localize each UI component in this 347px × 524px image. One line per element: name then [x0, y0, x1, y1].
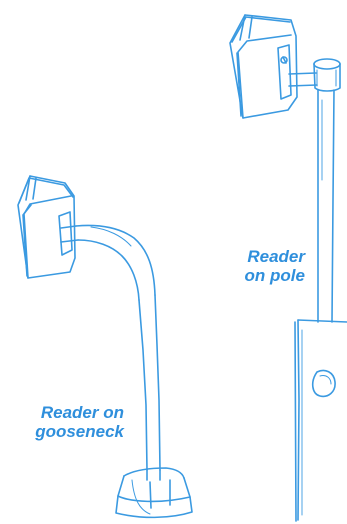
label-gooseneck-line1: Reader on: [40, 403, 124, 422]
gooseneck-base: [115, 467, 193, 519]
label-gooseneck-line2: gooseneck: [35, 422, 124, 441]
label-pole-line2: on pole: [244, 266, 305, 285]
label-pole-line1: Reader: [247, 247, 305, 266]
reader-box-pole: [229, 14, 298, 119]
pole-arm: [288, 58, 341, 92]
label-reader-on-gooseneck: Reader on gooseneck: [16, 403, 124, 441]
pole-cabinet: [294, 319, 347, 522]
gooseneck-arm: [60, 224, 161, 471]
pole-shaft: [317, 89, 335, 323]
label-reader-on-pole: Reader on pole: [229, 247, 305, 285]
